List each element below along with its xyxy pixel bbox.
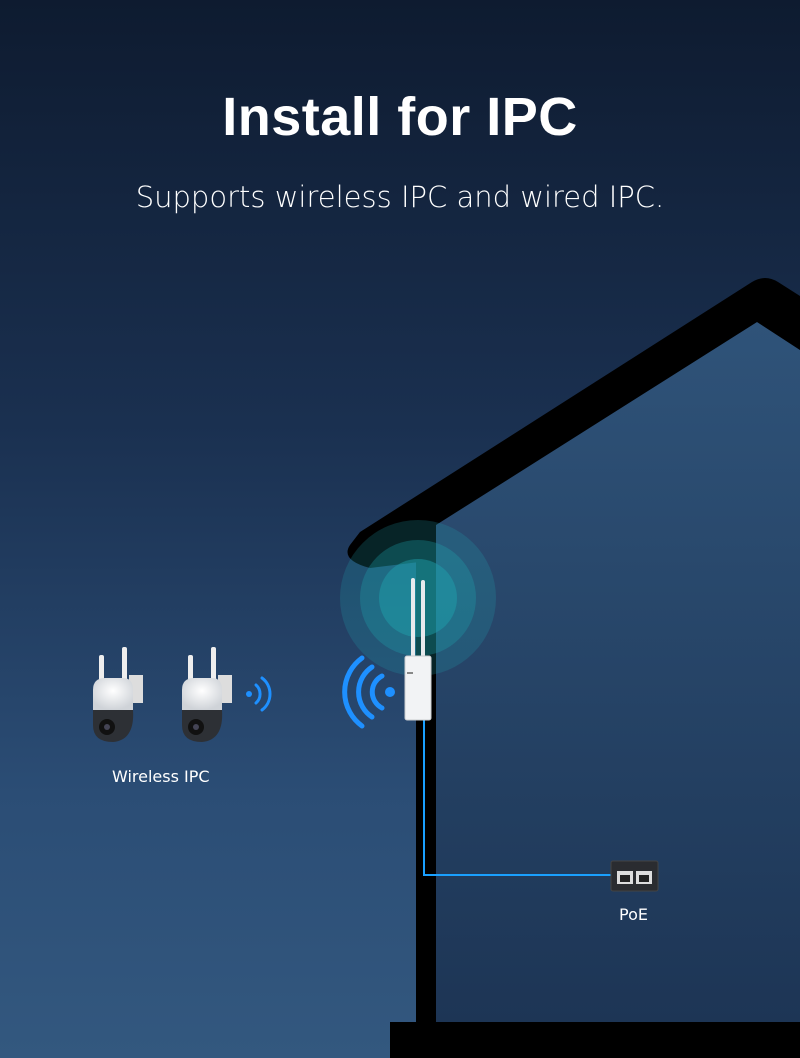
signal-ripple [340, 520, 496, 676]
wireless-ipc-label: Wireless IPC [112, 767, 210, 786]
ethernet-cable [423, 720, 612, 876]
camera-signal-icon [246, 676, 272, 712]
page-title: Install for IPC [222, 87, 578, 147]
poe-injector [610, 860, 659, 892]
access-point-device [404, 578, 432, 721]
wifi-signal-icon [342, 655, 395, 729]
house-floor [390, 1022, 800, 1058]
house-roof [347, 278, 800, 568]
page-subtitle: Supports wireless IPC and wired IPC. [135, 180, 665, 214]
house-interior [436, 322, 800, 1022]
wireless-camera-2 [182, 647, 232, 742]
poe-label: PoE [619, 905, 648, 924]
wireless-camera-1 [93, 647, 143, 742]
